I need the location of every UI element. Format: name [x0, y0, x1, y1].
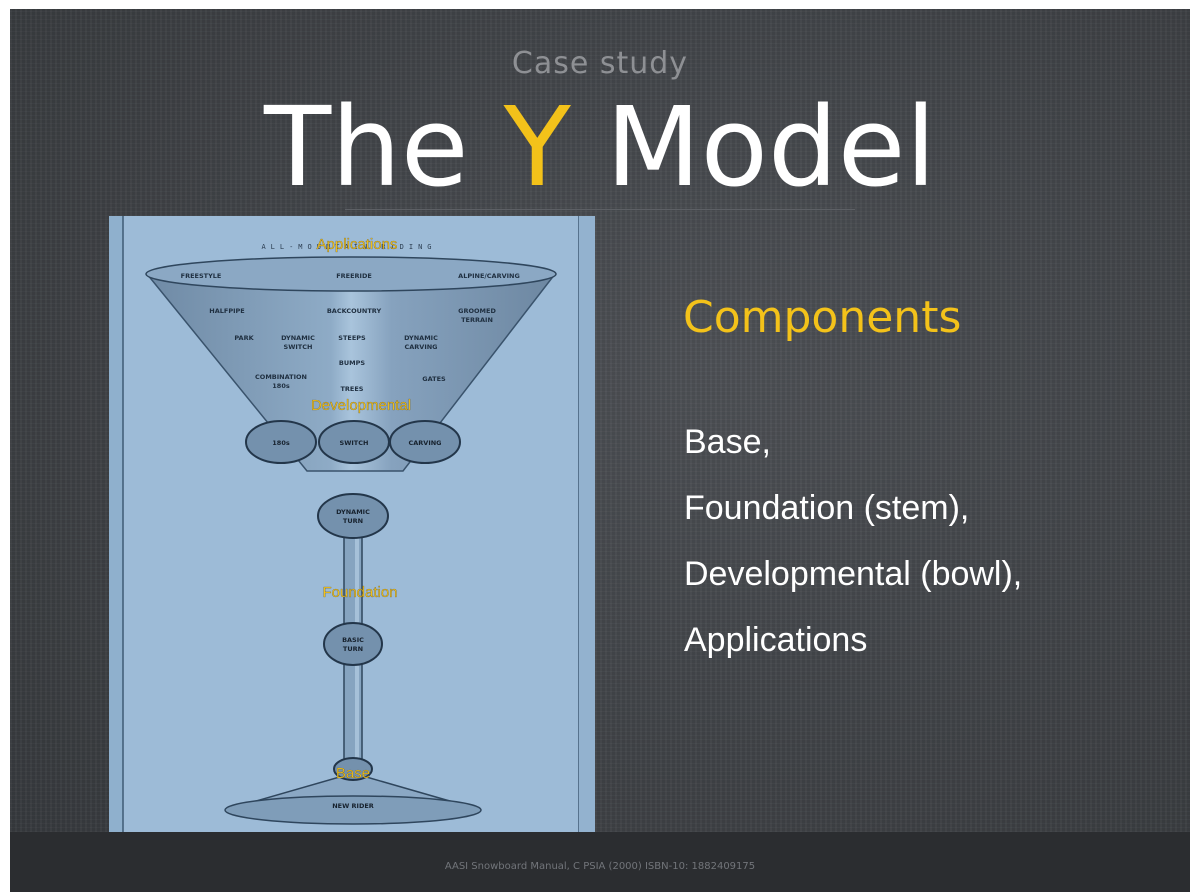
bowl-label: BACKCOUNTRY: [327, 307, 382, 315]
oval-carving: [389, 420, 461, 464]
rim-label: FREERIDE: [336, 272, 372, 280]
title-part-2: Model: [570, 83, 936, 211]
oval-label: DYNAMIC: [336, 508, 370, 516]
oval-label: TURN: [343, 517, 363, 525]
title-divider: [345, 209, 855, 210]
bowl-label: TERRAIN: [461, 316, 493, 324]
bowl-label: HALFPIPE: [209, 307, 244, 315]
list-item: Base,: [684, 423, 771, 461]
oval-label: CARVING: [408, 439, 441, 447]
rim-label: FREESTYLE: [181, 272, 222, 280]
bowl-label: DYNAMIC: [281, 334, 315, 342]
oval-base: [333, 757, 373, 781]
slide: Case study The Y Model ALL-MOUNTAIN RIDI…: [10, 9, 1190, 892]
bowl-label: BUMPS: [339, 359, 365, 367]
oval-label: BASIC: [342, 636, 364, 644]
y-model-figure: ALL-MOUNTAIN RIDING FREESTYLE FREERIDE A…: [109, 216, 595, 834]
slide-kicker: Case study: [511, 46, 689, 81]
list-item: Developmental (bowl),: [684, 555, 1023, 593]
oval-180s: [245, 420, 317, 464]
footer-citation: AASI Snowboard Manual, C PSIA (2000) ISB…: [444, 861, 756, 872]
bowl-label: PARK: [234, 334, 254, 342]
figure-left-edge: [109, 216, 123, 834]
oval-label: 180s: [272, 439, 290, 447]
list-item: Applications: [684, 621, 868, 659]
bowl-rim: [145, 256, 557, 292]
bowl-label: TREES: [340, 385, 363, 393]
bowl-label: 180s: [272, 382, 290, 390]
bowl-label: GATES: [422, 375, 446, 383]
overlay-applications: Applications: [317, 236, 398, 253]
bowl-label: SWITCH: [284, 343, 313, 351]
base-label: NEW RIDER: [332, 802, 374, 810]
footer-bar: [10, 832, 1190, 892]
oval-basic-turn: [323, 622, 383, 666]
bowl-label: DYNAMIC: [404, 334, 438, 342]
bowl-label: COMBINATION: [255, 373, 307, 381]
title-part-1: The: [264, 83, 504, 211]
rim-label: ALPINE/CARVING: [458, 272, 520, 280]
figure-banner: ALL-MOUNTAIN RIDING: [261, 243, 436, 251]
bowl-label: CARVING: [404, 343, 437, 351]
list-item: Foundation (stem),: [684, 489, 970, 527]
oval-dynamic-turn: [317, 493, 389, 539]
overlay-base: Base: [336, 765, 370, 782]
overlay-foundation: Foundation: [322, 584, 397, 601]
overlay-developmental: Developmental: [311, 397, 411, 414]
title-highlight: Y: [503, 83, 571, 211]
bowl-label: GROOMED: [458, 307, 496, 315]
oval-label: TURN: [343, 645, 363, 653]
components-list: Base, Foundation (stem), Developmental (…: [684, 419, 1022, 683]
slide-title: The Y Model: [10, 87, 1190, 207]
bowl-label: STEEPS: [338, 334, 366, 342]
oval-label: SWITCH: [340, 439, 369, 447]
components-heading: Components: [683, 292, 962, 343]
